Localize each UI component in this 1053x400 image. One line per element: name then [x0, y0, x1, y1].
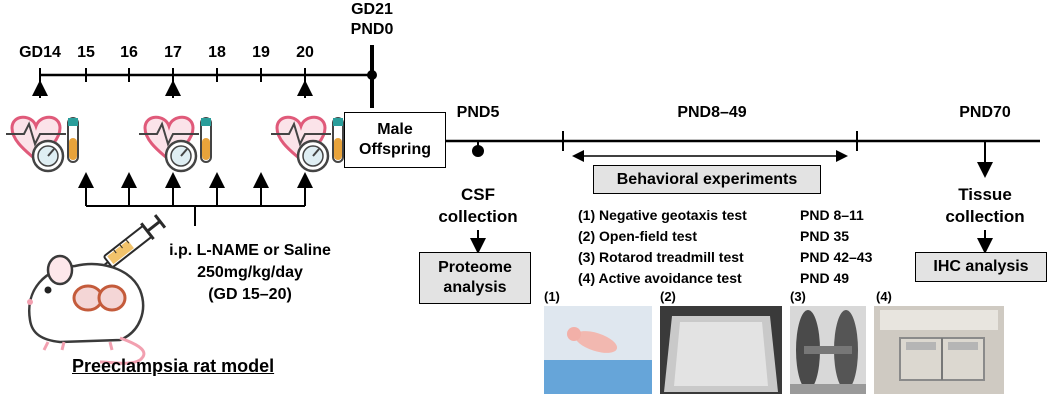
injection-line1: i.p. L-NAME or Saline — [169, 242, 331, 259]
label-pnd8-49: PND8–49 — [677, 104, 747, 121]
heart-monitor-icon — [275, 115, 327, 163]
tissue-line1: Tissue — [958, 185, 1012, 204]
photo-label-1: (1) — [544, 289, 560, 304]
heart-monitor-icon — [143, 115, 195, 163]
postnatal-timeline — [446, 131, 1040, 254]
csf-line2: collection — [438, 207, 518, 226]
injection-line3: (GD 15–20) — [208, 286, 292, 303]
rat-icon — [27, 254, 146, 365]
photo-negative-geotaxis — [544, 306, 652, 394]
male-offspring-line2: Offspring — [359, 141, 431, 158]
behavioral-experiments-box: Behavioral experiments — [593, 165, 821, 194]
tissue-collection-label: Tissue collection — [935, 184, 1035, 228]
test-pnd-3: PND 42–43 — [800, 249, 873, 265]
test-pnd-4: PND 49 — [800, 270, 850, 286]
monitor-icon-group-3 — [271, 115, 344, 173]
photo-active-avoidance — [874, 306, 1004, 394]
test-list-names: (1) Negative geotaxis test (2) Open-fiel… — [578, 205, 747, 289]
photo-open-field — [660, 306, 782, 394]
monitor-icons — [6, 115, 344, 173]
photo-label-2: (2) — [660, 289, 676, 304]
test-list-pnd: PND 8–11 PND 35 PND 42–43 PND 49 — [800, 205, 872, 289]
injection-label: i.p. L-NAME or Saline 250mg/kg/day (GD 1… — [150, 240, 350, 306]
photo-label-3: (3) — [790, 289, 806, 304]
proteome-line2: analysis — [443, 279, 507, 296]
csf-line1: CSF — [461, 185, 495, 204]
photo-label-4: (4) — [876, 289, 892, 304]
test-pnd-1: PND 8–11 — [800, 207, 864, 223]
tick-gd19: 19 — [252, 44, 270, 61]
test-name-2: (2) Open-field test — [578, 228, 698, 244]
injection-bracket — [78, 172, 313, 226]
tick-gd14: GD14 — [19, 44, 61, 61]
tick-gd20: 20 — [296, 44, 314, 61]
proteome-line1: Proteome — [438, 259, 512, 276]
tick-gd16: 16 — [120, 44, 138, 61]
test-name-1: (1) Negative geotaxis test — [578, 207, 747, 223]
test-pnd-2: PND 35 — [800, 228, 850, 244]
monitor-icon-group-2 — [139, 115, 212, 173]
tissue-line2: collection — [945, 207, 1025, 226]
test-name-4: (4) Active avoidance test — [578, 270, 742, 286]
male-offspring-box: Male Offspring — [344, 112, 446, 168]
label-gd21: GD21 — [351, 1, 393, 18]
test-name-3: (3) Rotarod treadmill test — [578, 249, 744, 265]
label-pnd5: PND5 — [456, 104, 500, 121]
label-pnd0: PND0 — [350, 21, 394, 38]
tick-gd15: 15 — [77, 44, 95, 61]
proteome-analysis-box: Proteome analysis — [419, 252, 531, 304]
male-offspring-line1: Male — [377, 121, 413, 138]
injection-line2: 250mg/kg/day — [197, 264, 303, 281]
heart-monitor-icon — [10, 115, 62, 163]
model-title: Preeclampsia rat model — [72, 356, 275, 376]
monitor-icon-group-1 — [6, 115, 79, 173]
label-pnd70: PND70 — [959, 104, 1011, 121]
gestation-timeline — [32, 45, 377, 108]
tick-gd18: 18 — [208, 44, 226, 61]
csf-collection-label: CSF collection — [438, 184, 518, 228]
ihc-analysis-box: IHC analysis — [915, 252, 1047, 282]
tick-gd17: 17 — [164, 44, 182, 61]
photo-rotarod — [790, 306, 866, 394]
